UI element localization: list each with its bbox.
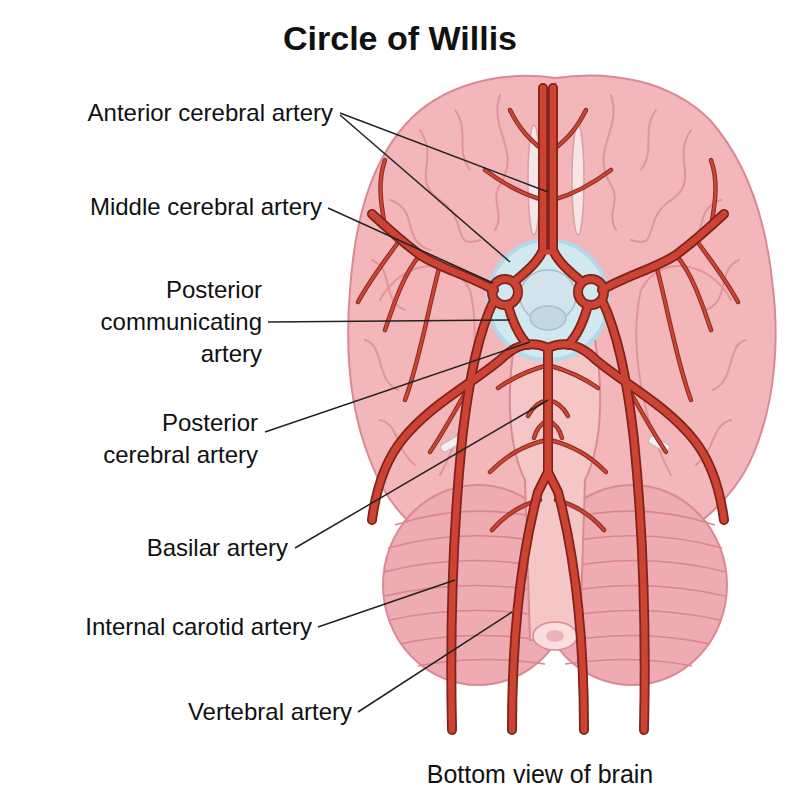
artery-label: Anterior cerebral artery [0, 97, 333, 129]
artery-label: Posterior communicating artery [62, 274, 262, 370]
artery-label: Internal carotid artery [0, 611, 312, 643]
artery-label: Posterior cerebral artery [73, 407, 258, 471]
diagram-title: Circle of Willis [150, 18, 650, 58]
pituitary-stalk [530, 306, 566, 330]
artery-label: Vertebral artery [12, 696, 352, 728]
arteries [358, 88, 738, 730]
artery-label: Middle cerebral artery [0, 191, 322, 223]
spinal-cord-section [533, 622, 577, 650]
spinal-cord-grey-matter [546, 630, 564, 642]
view-caption: Bottom view of brain [360, 758, 720, 790]
olfactory-tract [572, 125, 584, 235]
artery-label: Basilar artery [0, 532, 288, 564]
